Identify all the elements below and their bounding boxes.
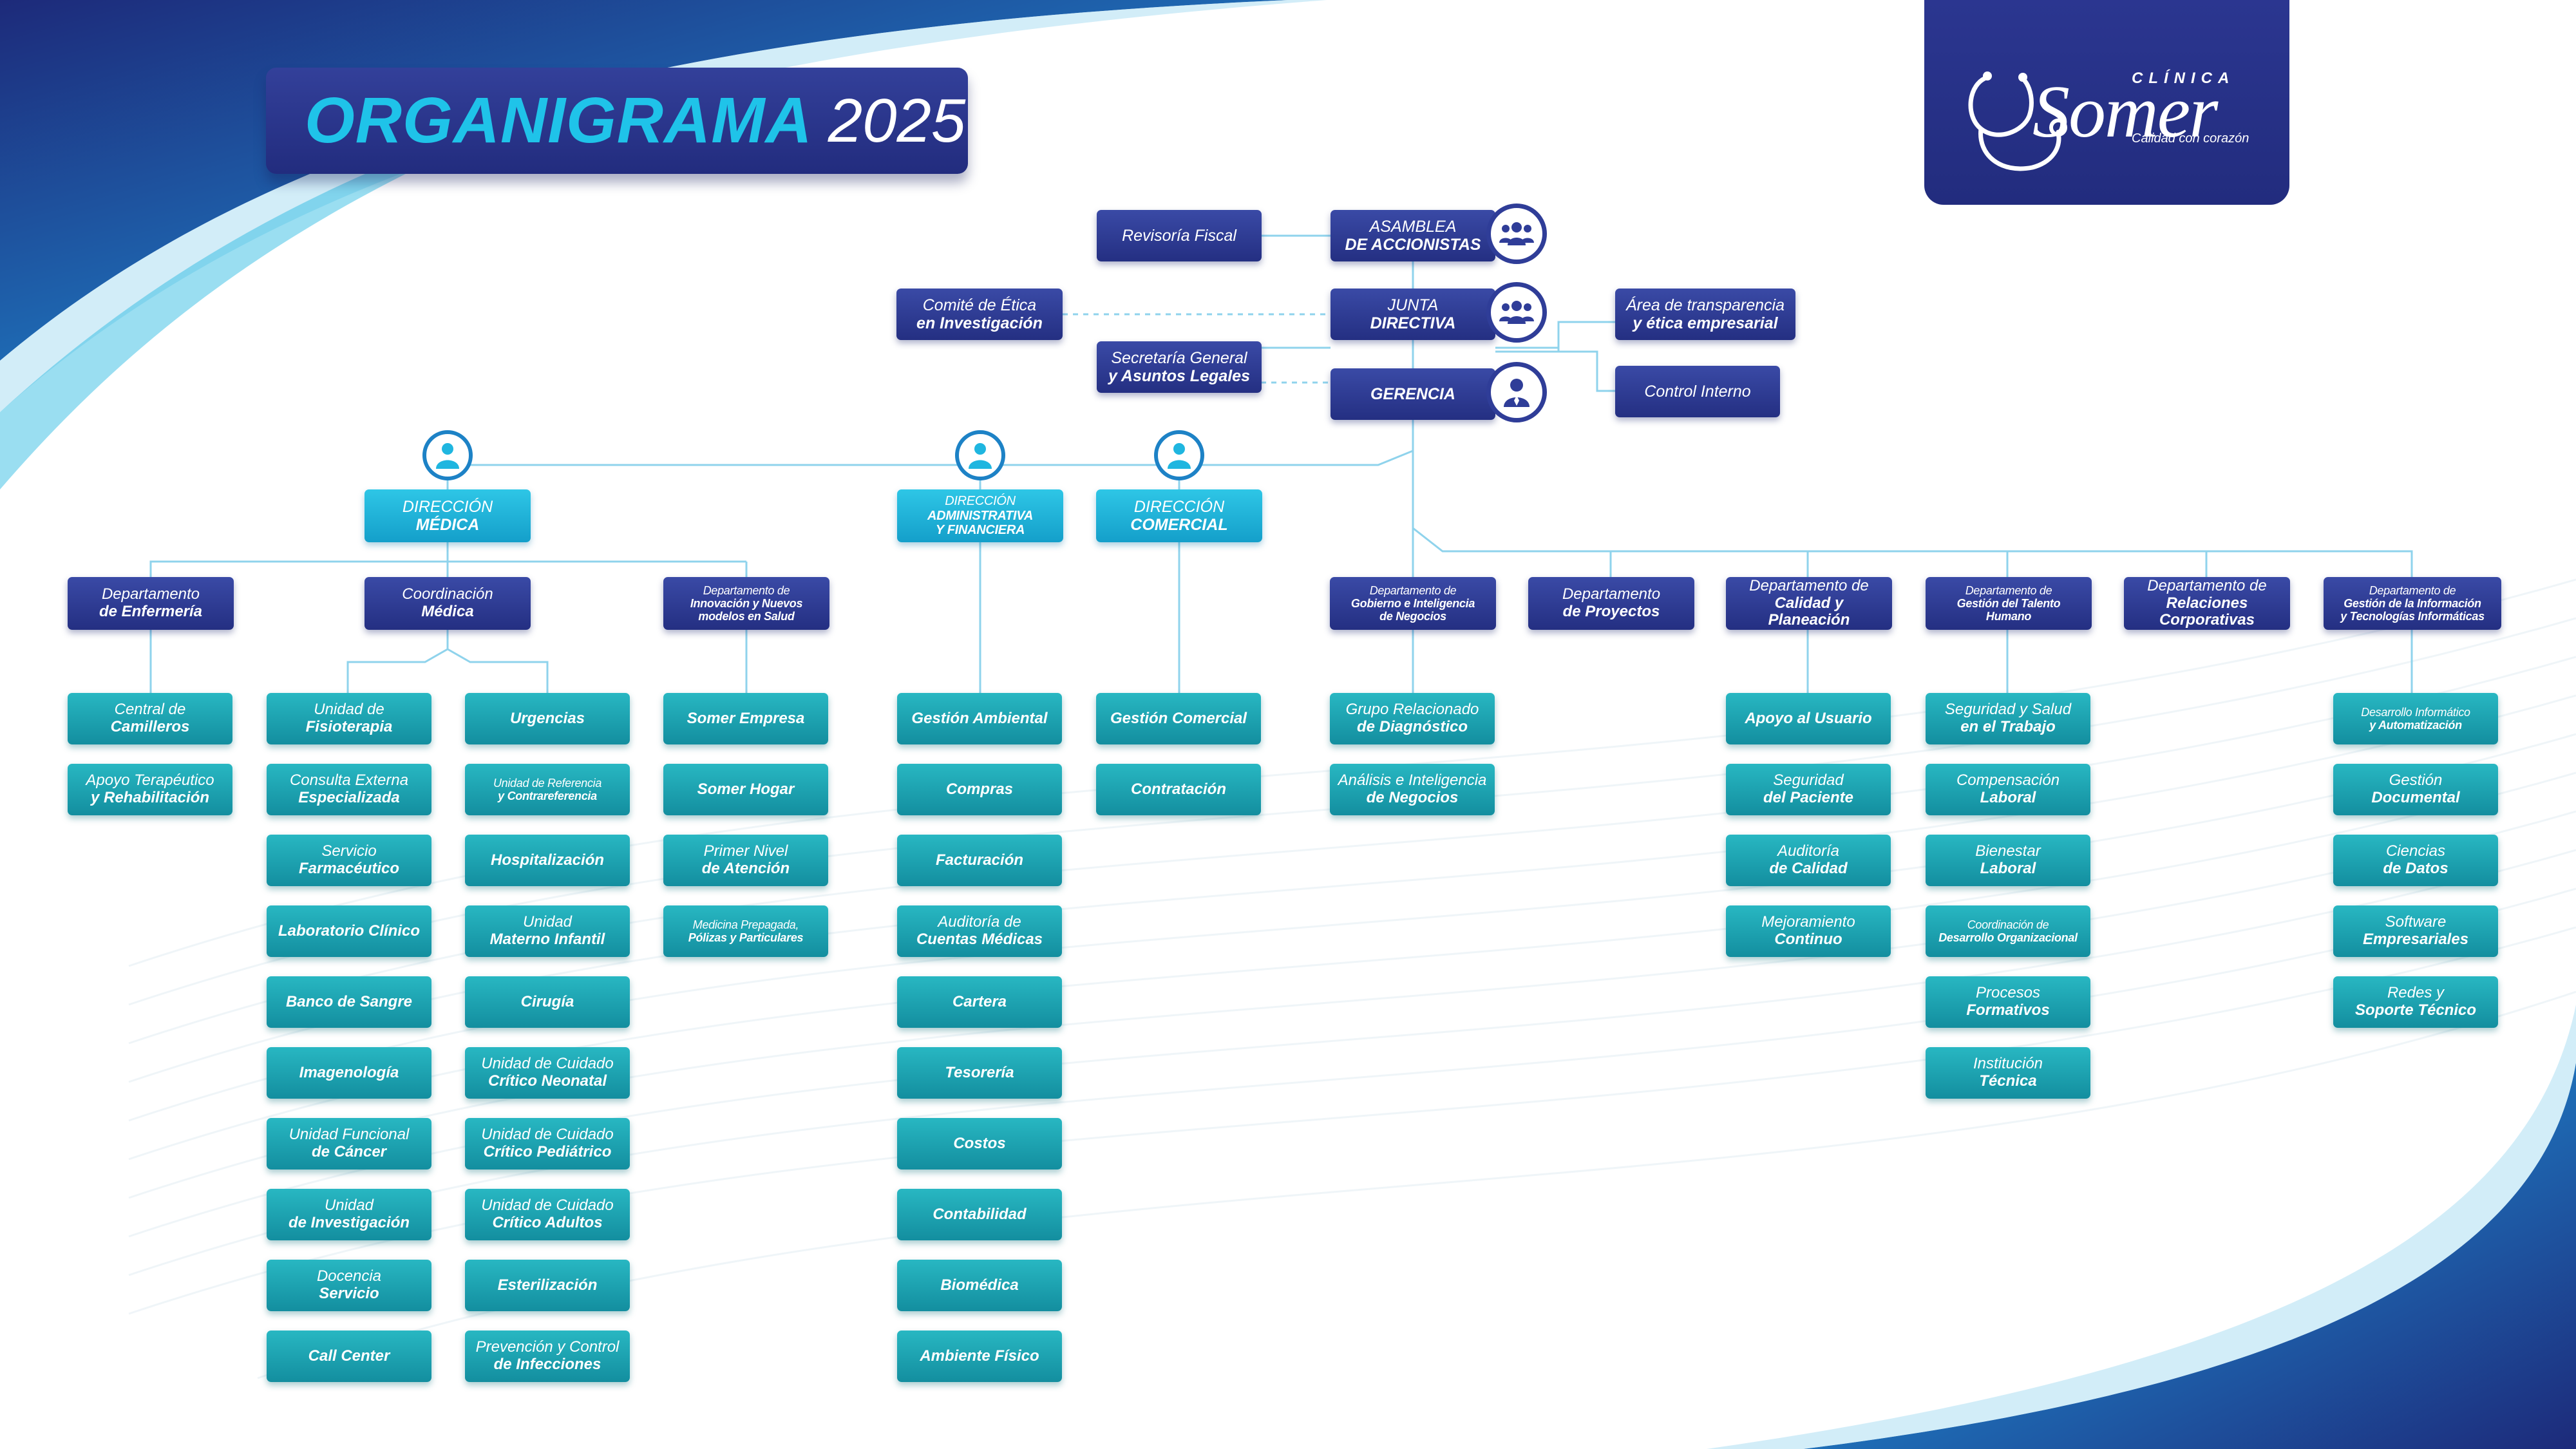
node-unidad-administrativa-7[interactable]: Contabilidad [897, 1189, 1062, 1240]
node-unidad-comercial-0[interactable]: Gestión Comercial [1096, 693, 1261, 744]
node-unidad-administrativa-9[interactable]: Ambiente Físico [897, 1331, 1062, 1382]
person-icon [955, 430, 1005, 480]
node-control-interno[interactable]: Control Interno [1615, 366, 1780, 417]
node-unidad-administrativa-2[interactable]: Facturación [897, 835, 1062, 886]
logo-wordmark: Somer [2032, 71, 2218, 153]
node-gerencia[interactable]: GERENCIA [1331, 368, 1495, 420]
node-unidad-coord_left-9[interactable]: Call Center [267, 1331, 431, 1382]
person-icon [422, 430, 473, 480]
node-unidad-calidad-0[interactable]: Apoyo al Usuario [1726, 693, 1891, 744]
node-unidad-administrativa-1[interactable]: Compras [897, 764, 1062, 815]
node-unidad-administrativa-0[interactable]: Gestión Ambiental [897, 693, 1062, 744]
node-revisoria[interactable]: Revisoría Fiscal [1097, 210, 1262, 261]
clinica-somer-logo: Somer CLÍNICA Calidad con corazón [1924, 0, 2289, 205]
logo-tagline: Calidad con corazón [2132, 131, 2249, 146]
node-unidad-administrativa-5[interactable]: Tesorería [897, 1047, 1062, 1099]
node-unidad-coord_right-8[interactable]: Esterilización [465, 1260, 630, 1311]
node-unidad-comercial-1[interactable]: Contratación [1096, 764, 1261, 815]
person-icon [1486, 362, 1547, 422]
node-unidad-coord_right-2[interactable]: Hospitalización [465, 835, 630, 886]
stethoscope-icon [1968, 71, 2067, 171]
group-icon [1486, 282, 1547, 343]
node-unidad-innovacion-1[interactable]: Somer Hogar [663, 764, 828, 815]
group-icon [1486, 204, 1547, 264]
node-unidad-innovacion-3[interactable]: Medicina Prepagada,Pólizas y Particulare… [663, 905, 828, 957]
person-icon [1154, 430, 1204, 480]
node-unidad-coord_left-3[interactable]: Laboratorio Clínico [267, 905, 431, 957]
title-year: 2025 [828, 86, 966, 155]
node-unidad-coord_right-0[interactable]: Urgencias [465, 693, 630, 744]
node-unidad-administrativa-8[interactable]: Biomédica [897, 1260, 1062, 1311]
node-unidad-administrativa-4[interactable]: Cartera [897, 976, 1062, 1028]
node-unidad-administrativa-6[interactable]: Costos [897, 1118, 1062, 1170]
node-unidad-innovacion-0[interactable]: Somer Empresa [663, 693, 828, 744]
title-main: ORGANIGRAMA [305, 84, 813, 156]
node-unidad-coord_left-5[interactable]: Imagenología [267, 1047, 431, 1099]
page-title: ORGANIGRAMA 2025 [266, 68, 968, 174]
logo-clinica: CLÍNICA [2132, 70, 2235, 87]
node-unidad-coord_left-4[interactable]: Banco de Sangre [267, 976, 431, 1028]
node-unidad-coord_right-4[interactable]: Cirugía [465, 976, 630, 1028]
